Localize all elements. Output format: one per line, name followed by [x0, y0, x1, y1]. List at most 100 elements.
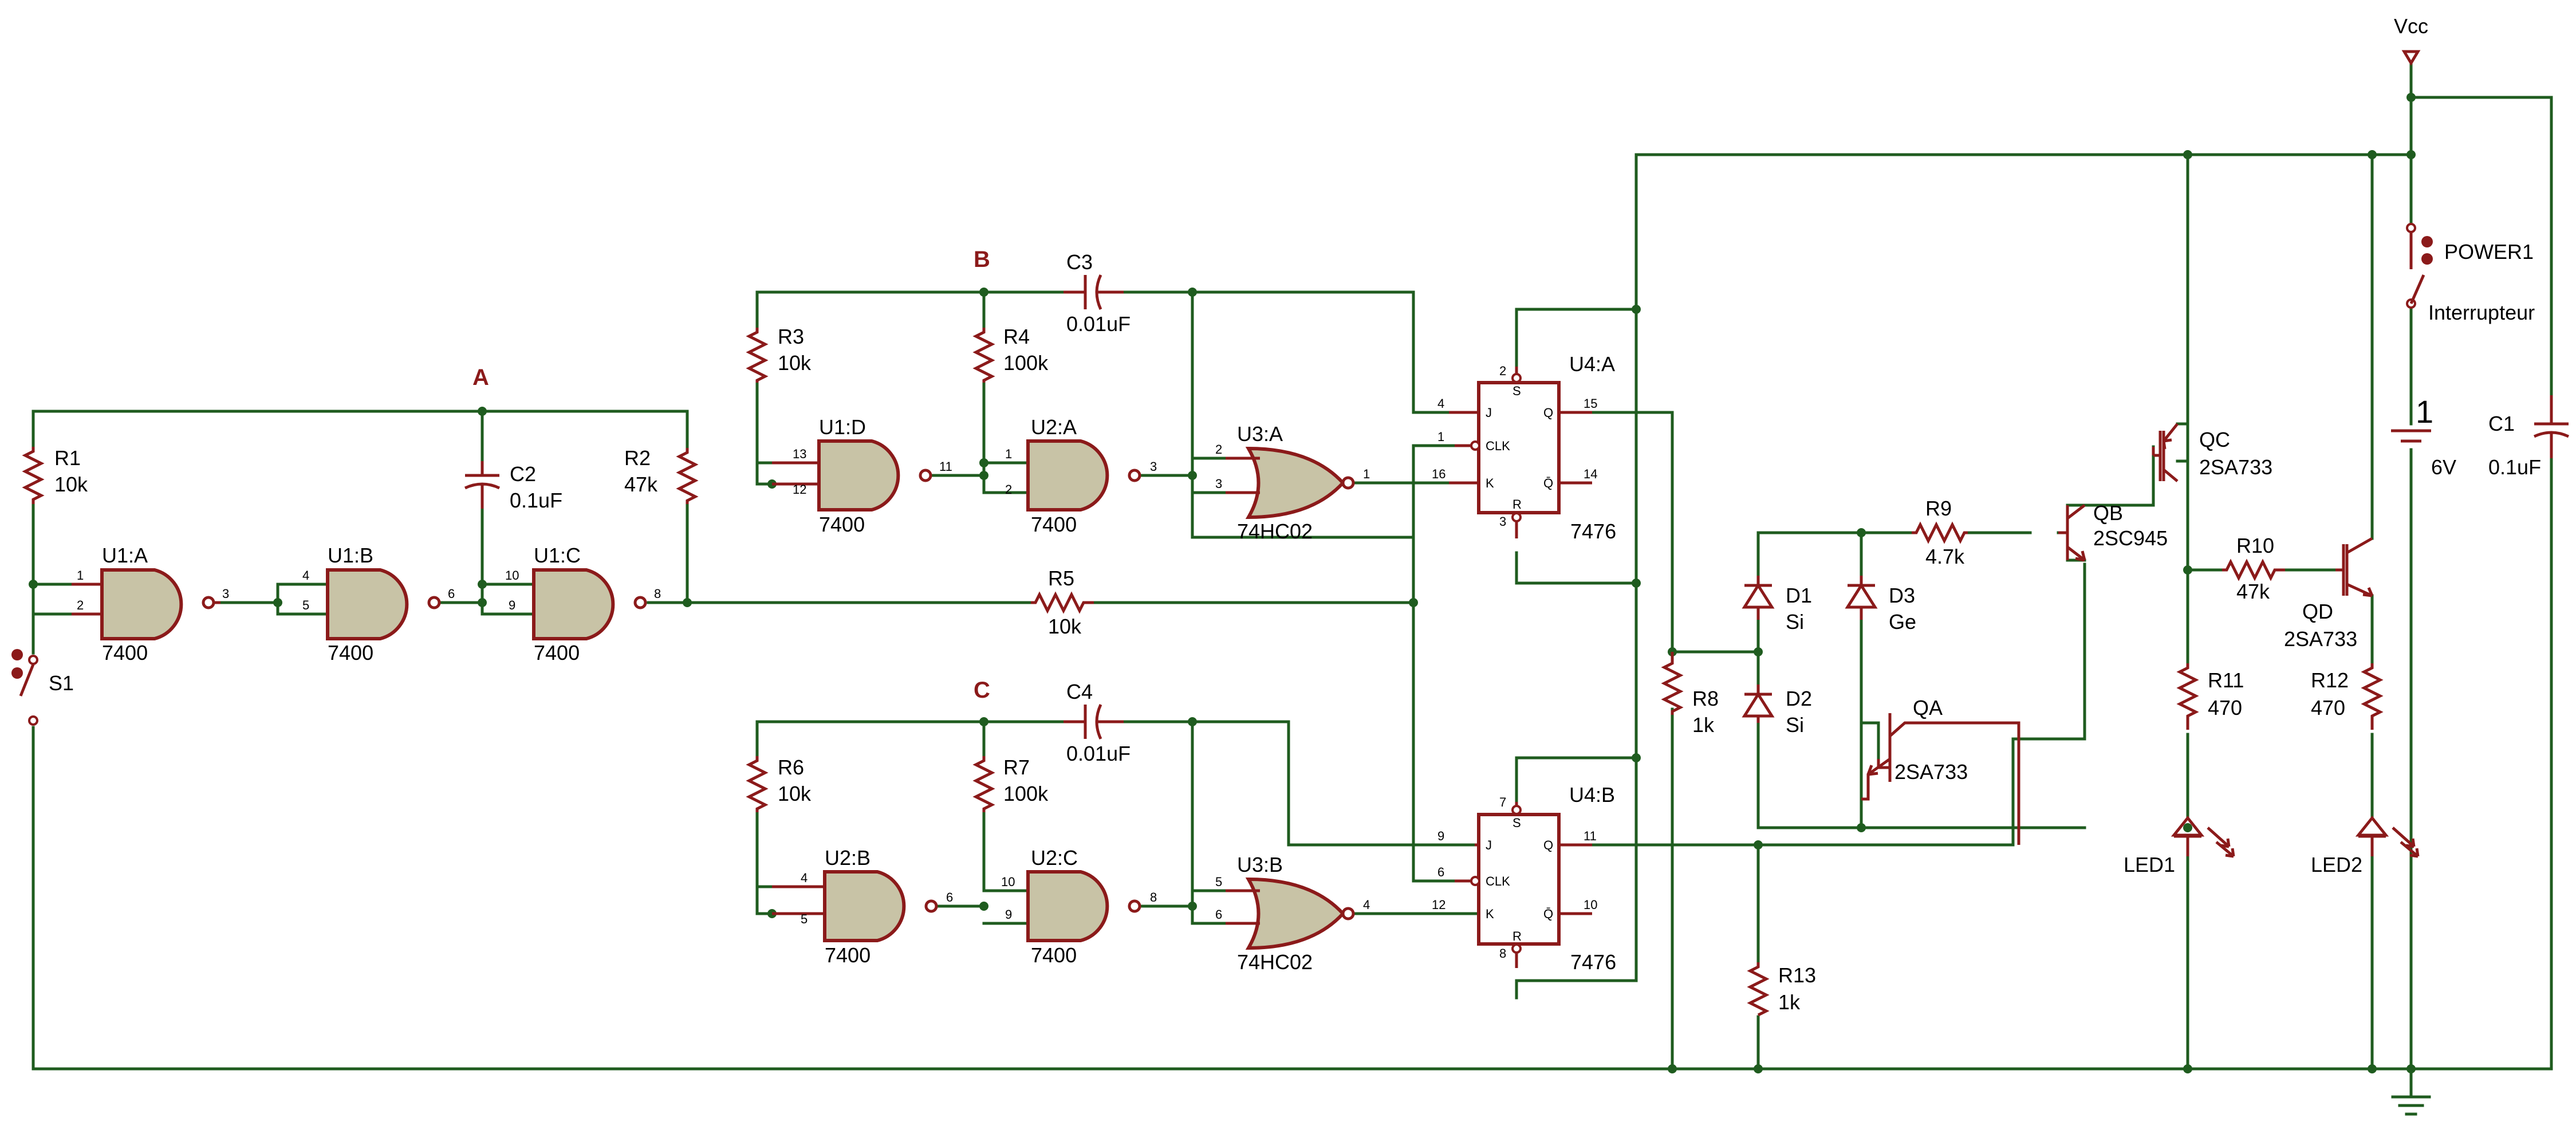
diode-d2-ref: D2 [1786, 687, 1812, 710]
gate-u1b-pin5: 5 [302, 598, 309, 612]
resistor-r5-value: 10k [1048, 615, 1082, 638]
flipflop-u4b: J CLK K Q Q̄ S R 7 9 6 12 8 11 10 U4:B 7… [1432, 783, 1616, 974]
battery-value: 6V [2431, 455, 2456, 479]
gate-u1d-pin13: 13 [793, 447, 806, 461]
capacitor-c3: C3 0.01uF [1064, 250, 1131, 336]
resistor-r11-value: 470 [2208, 696, 2242, 719]
flipflop-u4a-label-qn: Q̄ [1543, 476, 1553, 490]
flipflop-u4a-pin-qn: 14 [1584, 467, 1597, 481]
gate-u2b-pin6: 6 [946, 890, 953, 904]
gate-u2a-pin2: 2 [1005, 482, 1012, 497]
resistor-r7: R7 100k [972, 756, 1049, 812]
resistor-r11: R11 470 [2176, 663, 2244, 730]
transistor-qc-ref: QC [2199, 428, 2230, 451]
gate-u3a-type: 74HC02 [1237, 520, 1313, 543]
vcc-label: Vcc [2394, 14, 2428, 38]
gate-u1c-pin9: 9 [509, 598, 515, 612]
resistor-r6-ref: R6 [778, 756, 804, 779]
resistor-r2-ref: R2 [624, 446, 651, 470]
led-led2: LED2 [2311, 815, 2420, 876]
gate-u1a-pin1: 1 [77, 568, 84, 583]
flipflop-u4b-pin-qn: 10 [1584, 898, 1597, 912]
capacitor-c4: C4 0.01uF [1064, 680, 1131, 765]
switch-power1-ref: POWER1 [2444, 240, 2534, 263]
ground-symbol [2391, 1095, 2431, 1116]
node-label-b: B [974, 247, 990, 272]
resistor-r9-ref: R9 [1925, 497, 1952, 520]
gate-u3a-ref: U3:A [1237, 422, 1283, 446]
diode-d1: D1 Si [1742, 576, 1812, 634]
vcc-terminal: Vcc [2394, 14, 2428, 66]
flipflop-u4b-label-r: R [1512, 929, 1522, 943]
resistor-r4: R4 100k [972, 325, 1049, 383]
gate-u3b-pin5: 5 [1215, 875, 1222, 889]
resistor-r10-ref: R10 [2236, 534, 2274, 557]
capacitor-c3-ref: C3 [1066, 250, 1093, 274]
resistor-r4-ref: R4 [1003, 325, 1030, 348]
gate-u1c-type: 7400 [534, 641, 580, 664]
switch-power1-desc: Interrupteur [2428, 301, 2535, 324]
capacitor-c4-value: 0.01uF [1066, 742, 1131, 765]
transistor-qc-value: 2SA733 [2199, 455, 2272, 479]
gate-u3b-type: 74HC02 [1237, 950, 1313, 974]
diode-d2: D2 Si [1742, 684, 1812, 737]
flipflop-u4b-pin-r: 8 [1499, 946, 1506, 961]
flipflop-u4a-label-q: Q [1543, 406, 1553, 420]
resistor-r6: R6 10k [746, 756, 812, 812]
gate-u2a-pin3: 3 [1150, 459, 1157, 474]
gate-u1b-pin4: 4 [302, 568, 309, 583]
gate-u3b-pin4: 4 [1363, 898, 1370, 912]
resistor-r9: R9 4.7k [1912, 497, 1968, 568]
gate-u2b-ref: U2:B [825, 846, 871, 870]
gate-u2a-pin1: 1 [1005, 447, 1012, 461]
flipflop-u4b-pin-q: 11 [1584, 829, 1597, 843]
flipflop-u4b-pin-k: 12 [1432, 898, 1445, 912]
gate-u3a: U3:A 74HC02 2 3 1 [1215, 422, 1370, 543]
led-led1-ref: LED1 [2124, 853, 2175, 876]
capacitor-c1-value: 0.1uF [2488, 455, 2541, 479]
diode-d2-value: Si [1786, 713, 1804, 737]
flipflop-u4a-label-clk: CLK [1486, 439, 1510, 453]
flipflop-u4b-label-s: S [1512, 816, 1521, 830]
transistor-qc: QC 2SA733 [2152, 423, 2272, 482]
gate-u3b-pin6: 6 [1215, 907, 1222, 922]
gate-u1d-pin11: 11 [939, 459, 952, 474]
gate-u1a-pin3: 3 [222, 587, 229, 601]
gate-u1c: U1:C 7400 10 9 8 [505, 544, 661, 664]
resistor-r6-value: 10k [778, 782, 812, 805]
flipflop-u4b-pin-clk: 6 [1437, 865, 1444, 879]
flipflop-u4b-label-clk: CLK [1486, 874, 1510, 888]
resistor-r8-ref: R8 [1692, 687, 1719, 710]
gate-u1b-pin6: 6 [448, 587, 455, 601]
gate-u2a-type: 7400 [1031, 513, 1077, 536]
switch-s1: S1 [11, 649, 74, 726]
resistor-r2: R2 47k [624, 446, 699, 504]
gate-u2b: U2:B 7400 4 5 6 [772, 846, 953, 967]
transistor-qd: QD 2SA733 [2284, 537, 2374, 651]
flipflop-u4b-ref: U4:B [1569, 783, 1615, 807]
gate-u1d-type: 7400 [819, 513, 865, 536]
gate-u3a-pin2: 2 [1215, 442, 1222, 457]
resistor-r8-value: 1k [1692, 713, 1715, 737]
led-led2-ref: LED2 [2311, 853, 2362, 876]
diode-d3-value: Ge [1889, 610, 1916, 634]
gate-u1c-ref: U1:C [534, 544, 581, 567]
capacitor-c1-ref: C1 [2488, 412, 2515, 435]
flipflop-u4a-pin-r: 3 [1499, 514, 1506, 529]
flipflop-u4b-label-k: K [1486, 907, 1494, 921]
gate-u2a: U2:A 7400 1 2 3 [1005, 415, 1157, 536]
transistor-qa: QA 2SA733 [1861, 696, 2020, 845]
battery-ref: 1 [2416, 394, 2433, 430]
diode-d1-value: Si [1786, 610, 1804, 634]
switch-s1-ref: S1 [49, 671, 74, 695]
flipflop-u4a-label-j: J [1486, 406, 1492, 420]
resistor-r5-ref: R5 [1048, 566, 1074, 590]
flipflop-u4a-label-k: K [1486, 476, 1494, 490]
capacitor-c2-ref: C2 [510, 462, 536, 486]
resistor-r2-value: 47k [624, 473, 658, 496]
gate-u3a-pin3: 3 [1215, 477, 1222, 491]
capacitor-c3-value: 0.01uF [1066, 312, 1131, 336]
battery: 1 6V [2391, 394, 2456, 479]
resistor-r5: R5 10k [1031, 566, 1094, 638]
